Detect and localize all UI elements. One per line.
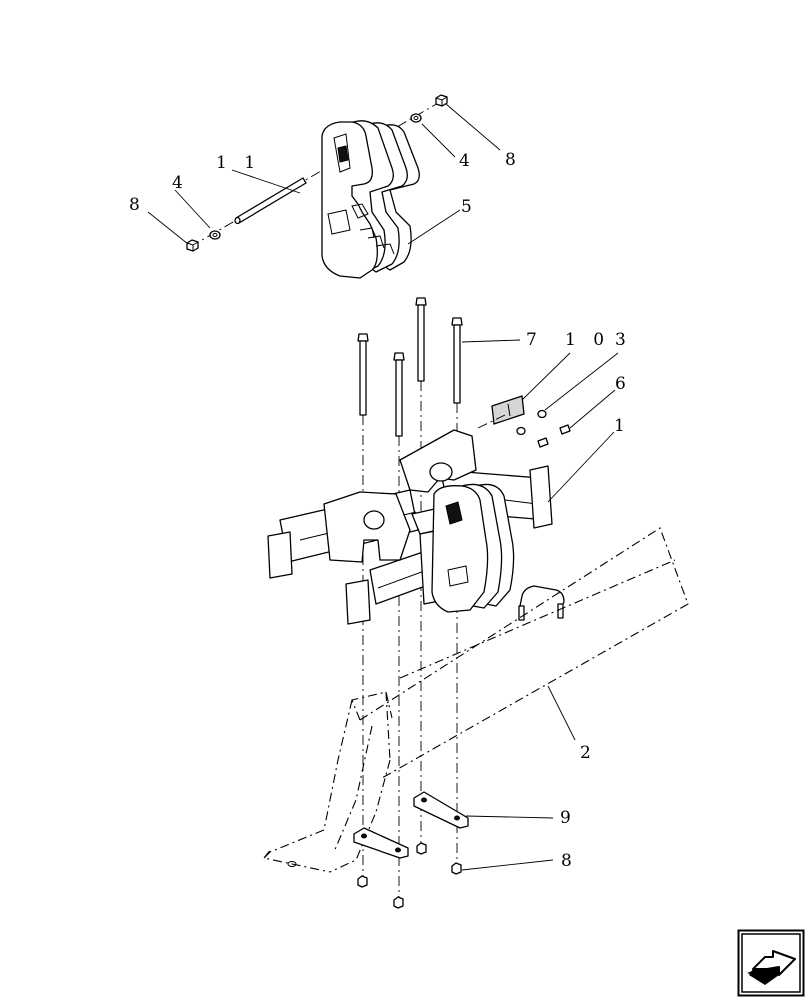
nut-part-8-right: [435, 94, 448, 107]
washer-part-3: [516, 409, 547, 436]
next-page-arrow-icon: [737, 929, 805, 997]
long-bolts-part-7: [357, 297, 463, 437]
nut-part-8-left: [186, 239, 199, 252]
front-weight-assembly: [186, 94, 448, 279]
u-bolt: [518, 585, 565, 621]
callout-9: 9: [560, 808, 577, 828]
callout-10: 1 0: [565, 330, 610, 350]
lower-nuts-part-8: [357, 842, 462, 909]
callout-5: 5: [461, 197, 478, 217]
washer-part-4-right: [410, 113, 422, 123]
leader-lines: [147, 103, 619, 871]
callout-8-left: 8: [129, 195, 146, 215]
bolt: [357, 333, 369, 416]
callout-4-right: 4: [459, 151, 476, 171]
callout-8-bottom: 8: [561, 851, 578, 871]
callout-3: 3: [615, 330, 632, 350]
mounting-plate-part-10: [491, 395, 525, 425]
bolt: [451, 317, 463, 404]
callout-6: 6: [615, 374, 632, 394]
callout-labels: 1 1 4 8 4 8 5 7 1 0 3 6 1 2 9 8: [129, 150, 632, 871]
lower-plate-part-9-right: [413, 791, 469, 829]
callout-7: 7: [526, 330, 543, 350]
callout-11: 1 1: [216, 153, 261, 173]
bolt: [393, 352, 405, 437]
capscrew-part-6: [537, 424, 571, 448]
callout-1: 1: [614, 416, 631, 436]
callout-2: 2: [580, 743, 597, 763]
bolt-center-lines: [362, 381, 458, 905]
lower-plate-part-9-left: [353, 827, 409, 859]
bolt: [415, 297, 427, 382]
weight-stack-part-5: [321, 120, 420, 279]
washer-part-4-left: [209, 230, 221, 240]
rod-part-11: [234, 177, 307, 225]
callout-8-right: 8: [505, 150, 522, 170]
callout-4-left: 4: [172, 173, 189, 193]
next-page-button[interactable]: [737, 929, 805, 997]
weight-bracket-part-1: [267, 429, 553, 625]
